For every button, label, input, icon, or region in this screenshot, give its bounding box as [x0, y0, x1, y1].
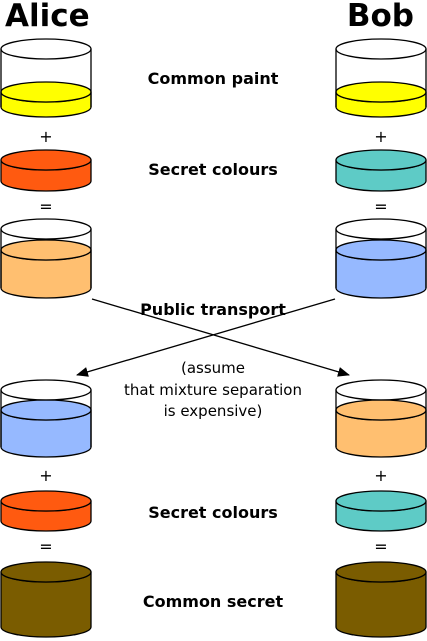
bob-plus-top: + — [374, 127, 387, 146]
alice-secret-colour-icon — [0, 149, 92, 192]
bob-mixture-icon — [335, 218, 427, 299]
note-line-1: (assume — [181, 359, 245, 377]
bob-received-mixture-icon — [335, 379, 427, 458]
bob-equals-bottom: = — [374, 537, 387, 556]
common-paint-label: Common paint — [148, 69, 279, 88]
public-transport-label: Public transport — [140, 300, 286, 319]
bob-common-secret-icon — [335, 561, 427, 638]
bob-secret-colour-icon — [335, 149, 427, 192]
alice-name: Alice — [5, 0, 90, 34]
alice-common-secret-icon — [0, 561, 92, 638]
alice-plus-top: + — [39, 127, 52, 146]
alice-common-paint-icon — [0, 38, 92, 118]
secret-colours-label-top: Secret colours — [148, 160, 278, 179]
note-line-2: that mixture separation — [124, 381, 302, 399]
bob-equals-top: = — [374, 197, 387, 216]
alice-mixture-icon — [0, 218, 92, 299]
bob-name: Bob — [347, 0, 414, 34]
bob-plus-bottom: + — [374, 466, 387, 485]
arrow-alice-to-bob-icon — [91, 298, 350, 377]
alice-secret-colour-bottom-icon — [0, 490, 92, 532]
alice-received-mixture-icon — [0, 379, 92, 458]
alice-plus-bottom: + — [39, 466, 52, 485]
alice-equals-bottom: = — [39, 537, 52, 556]
note-line-3: is expensive) — [164, 402, 263, 420]
arrow-bob-to-alice-icon — [76, 298, 336, 377]
bob-secret-colour-bottom-icon — [335, 490, 427, 532]
common-secret-label: Common secret — [143, 592, 284, 611]
bob-common-paint-icon — [335, 38, 427, 118]
alice-equals-top: = — [39, 197, 52, 216]
secret-colours-label-bottom: Secret colours — [148, 503, 278, 522]
